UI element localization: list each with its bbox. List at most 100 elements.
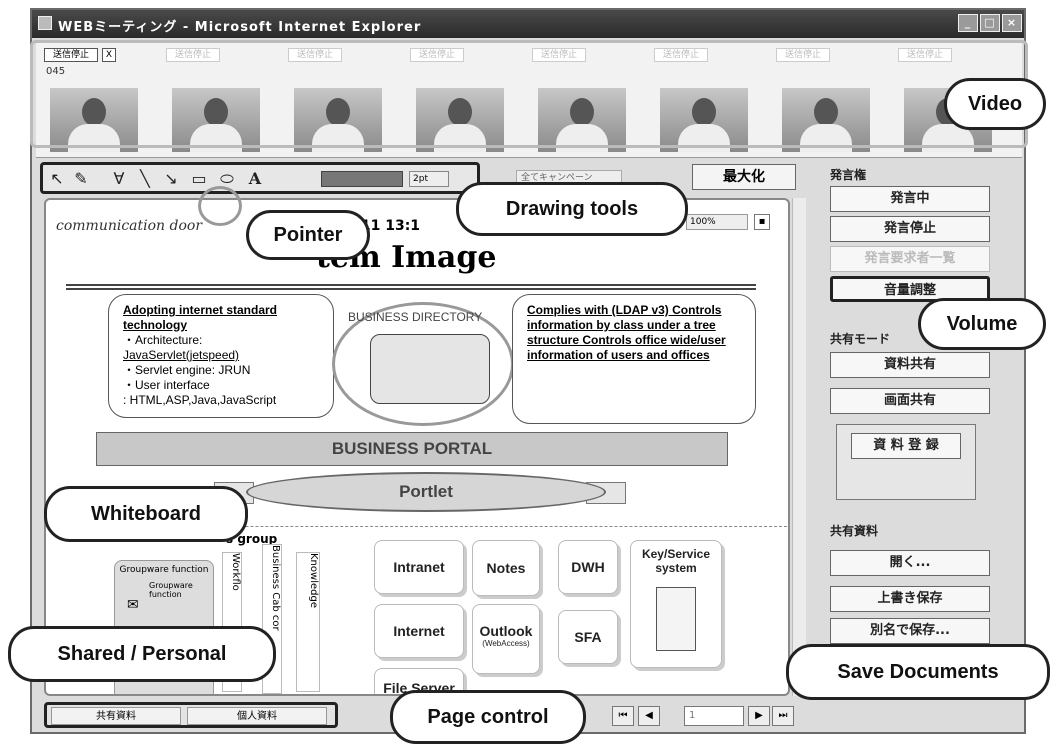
maximize-button[interactable]: 最大化: [692, 164, 796, 190]
stop-speaking-button[interactable]: 発言停止: [830, 216, 990, 242]
save-as-button[interactable]: 別名で保存...: [830, 618, 990, 644]
app-icon: [38, 16, 52, 30]
register-button[interactable]: 資 料 登 録: [851, 433, 961, 459]
tab-personal-docs[interactable]: 個人資料: [187, 707, 327, 725]
stop-sending-button[interactable]: 送信停止: [654, 48, 708, 62]
stop-sending-button[interactable]: 送信停止: [532, 48, 586, 62]
app-internet: Internet: [374, 604, 464, 658]
doc-share-button[interactable]: 資料共有: [830, 352, 990, 378]
portlet: Portlet: [246, 472, 606, 512]
maximize-window-button[interactable]: □: [980, 14, 1000, 32]
left-bubble: Adopting internet standard technology ・A…: [108, 294, 334, 418]
callout-pointer: Pointer: [246, 210, 370, 260]
bubble-line: JavaServlet(jetspeed): [123, 348, 240, 362]
directory-label: BUSINESS DIRECTORY: [348, 310, 483, 324]
right-bubble-text: Complies with (LDAP v3) Controls informa…: [527, 303, 726, 362]
bubble-line: ・Servlet engine: JRUN: [123, 363, 251, 377]
participant-video: [172, 88, 260, 152]
lasso-tool-icon[interactable]: ∀: [113, 169, 125, 188]
window-title: WEBミーティング - Microsoft Internet Explorer: [58, 20, 422, 35]
request-list-button[interactable]: 発言要求者一覧: [830, 246, 990, 272]
app-dwh: DWH: [558, 540, 618, 594]
overwrite-save-button[interactable]: 上書き保存: [830, 586, 990, 612]
share-mode-label: 共有モード: [830, 332, 891, 346]
text-tool-icon[interactable]: A: [248, 169, 262, 188]
zoom-fit-button[interactable]: ▪: [754, 214, 770, 230]
business-portal: BUSINESS PORTAL: [96, 432, 728, 466]
divider: [66, 288, 756, 290]
vertical-scrollbar[interactable]: [792, 198, 806, 696]
groupware-sub-label: Groupware function: [149, 581, 193, 599]
participant-video: [538, 88, 626, 152]
app-outlook: Outlook (WebAccess): [472, 604, 540, 674]
callout-volume: Volume: [918, 298, 1046, 350]
pointer-tool-icon[interactable]: ↖: [50, 169, 64, 188]
callout-page-control: Page control: [390, 690, 586, 744]
callout-shared-personal: Shared / Personal: [8, 626, 276, 682]
close-window-button[interactable]: ×: [1002, 14, 1022, 32]
callout-drawing-tools: Drawing tools: [456, 182, 688, 236]
directory-db-icon: [370, 334, 490, 404]
app-notes: Notes: [472, 540, 540, 596]
prev-page-icon[interactable]: ◀: [638, 706, 660, 726]
page-select[interactable]: 1: [684, 706, 744, 726]
app-sfa: SFA: [558, 610, 618, 664]
last-page-icon[interactable]: ⏭: [772, 706, 794, 726]
stop-sending-button[interactable]: 送信停止: [898, 48, 952, 62]
arrow-line-tool-icon[interactable]: ↘: [164, 169, 178, 188]
line-size-select[interactable]: 2pt: [409, 171, 449, 187]
callout-save-documents: Save Documents: [786, 644, 1050, 700]
zoom-select[interactable]: 100%: [686, 214, 748, 230]
color-select[interactable]: [321, 171, 403, 187]
right-panel: 発言権 発言中 発言停止 発言要求者一覧 音量調整 共有モード 資料共有 画面共…: [816, 160, 1024, 720]
open-button[interactable]: 開く...: [830, 550, 990, 576]
divider: [46, 526, 788, 527]
bubble-line: ・User interface: [123, 378, 210, 392]
stop-sending-button[interactable]: 送信停止: [410, 48, 464, 62]
speaking-button[interactable]: 発言中: [830, 186, 990, 212]
first-page-icon[interactable]: ⏮: [612, 706, 634, 726]
app-outlook-label: Outlook: [479, 623, 533, 639]
stop-sending-button[interactable]: 送信停止: [288, 48, 342, 62]
rectangle-tool-icon[interactable]: ▭: [191, 169, 207, 188]
next-page-icon[interactable]: ▶: [748, 706, 770, 726]
groupware-function-label: Groupware function: [119, 565, 209, 575]
register-area: 資 料 登 録: [836, 424, 976, 500]
participant-video: [782, 88, 870, 152]
close-video-button[interactable]: X: [102, 48, 116, 62]
pen-tool-icon[interactable]: ✎: [74, 169, 88, 188]
app-outlook-sub: (WebAccess): [482, 639, 530, 648]
mail-icon: ✉: [127, 597, 139, 613]
video-strip: 送信停止 X 045 送信停止 送信停止 送信停止 送信停止 送信停止 送信停止: [36, 42, 1022, 158]
tab-shared-docs[interactable]: 共有資料: [51, 707, 181, 725]
stop-sending-button[interactable]: 送信停止: [776, 48, 830, 62]
callout-video: Video: [944, 78, 1046, 130]
screen-share-button[interactable]: 画面共有: [830, 388, 990, 414]
browser-window: WEBミーティング - Microsoft Internet Explorer …: [30, 8, 1026, 734]
ellipse-tool-icon[interactable]: ⬭: [220, 169, 234, 188]
vertical-label: Knowledge: [296, 552, 320, 692]
video-cell: 送信停止: [768, 46, 880, 154]
doc-tab-bar: 共有資料 個人資料: [44, 702, 338, 728]
shared-docs-label: 共有資料: [830, 524, 879, 538]
app-file-server: File Server: [374, 668, 464, 694]
bubble-line: ・Architecture:: [123, 333, 203, 347]
video-cell: 送信停止: [158, 46, 270, 154]
divider: [66, 284, 756, 286]
left-bubble-heading: Adopting internet standard technology: [123, 303, 277, 332]
line-tool-icon[interactable]: ╲: [140, 169, 150, 188]
whiteboard-header: communication door: [56, 218, 203, 234]
bubble-line: : HTML,ASP,Java,JavaScript: [123, 393, 277, 407]
stop-sending-button[interactable]: 送信停止: [44, 48, 98, 62]
right-bubble: Complies with (LDAP v3) Controls informa…: [512, 294, 756, 424]
server-icon: [656, 587, 696, 651]
whiteboard[interactable]: communication door 2/11 13:1 100% ▪ tem …: [44, 198, 790, 696]
video-highlight: [30, 40, 1028, 148]
speaking-right-label: 発言権: [830, 168, 867, 182]
video-cell: 送信停止: [524, 46, 636, 154]
stop-sending-button[interactable]: 送信停止: [166, 48, 220, 62]
volume-button[interactable]: 音量調整: [830, 276, 990, 302]
minimize-button[interactable]: _: [958, 14, 978, 32]
app-intranet: Intranet: [374, 540, 464, 594]
app-key-service-label: Key/Service system: [641, 547, 711, 575]
